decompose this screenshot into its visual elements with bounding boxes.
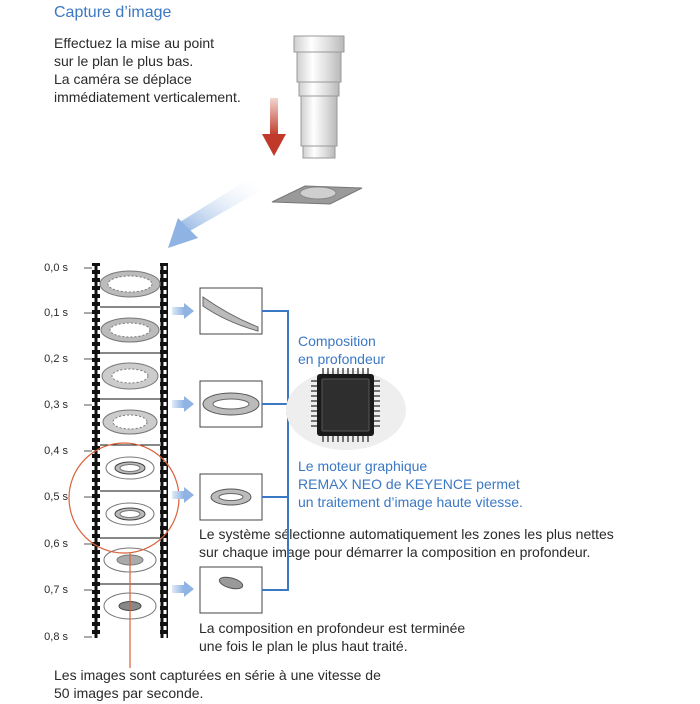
page-title: Capture d’image — [54, 4, 172, 21]
diagonal-arrow-icon — [168, 178, 262, 248]
capture-rate-description: Les images sont capturées en série à une… — [54, 667, 381, 701]
time-label: 0,6 s — [44, 538, 68, 550]
sharp-region-frame — [199, 287, 263, 335]
engine-description: Le moteur graphique REMAX NEO de KEYENCE… — [298, 458, 523, 510]
objective-lens-icon — [293, 35, 345, 159]
composition-bracket — [262, 310, 289, 591]
processor-chip-icon — [286, 368, 406, 450]
time-label: 0,5 s — [44, 491, 68, 503]
time-label: 0,7 s — [44, 584, 68, 596]
sharp-region-frame — [199, 473, 263, 521]
sharp-region-frame — [199, 380, 263, 428]
selection-description: Le système sélectionne automatiquement l… — [199, 526, 614, 560]
time-label: 0,4 s — [44, 445, 68, 457]
down-arrow-icon — [262, 98, 286, 156]
time-label: 0,0 s — [44, 262, 68, 274]
focus-instruction: Effectuez la mise au point sur le plan l… — [54, 35, 241, 105]
composition-label: Composition en profondeur — [298, 333, 386, 367]
completion-description: La composition en profondeur est terminé… — [199, 620, 466, 654]
time-label: 0,3 s — [44, 399, 68, 411]
specimen-icon — [271, 185, 363, 205]
time-label: 0,2 s — [44, 353, 68, 365]
time-label: 0,1 s — [44, 307, 68, 319]
sharp-region-frame — [199, 566, 263, 614]
time-label: 0,8 s — [44, 631, 68, 643]
frame-arrow-icon — [172, 303, 194, 597]
